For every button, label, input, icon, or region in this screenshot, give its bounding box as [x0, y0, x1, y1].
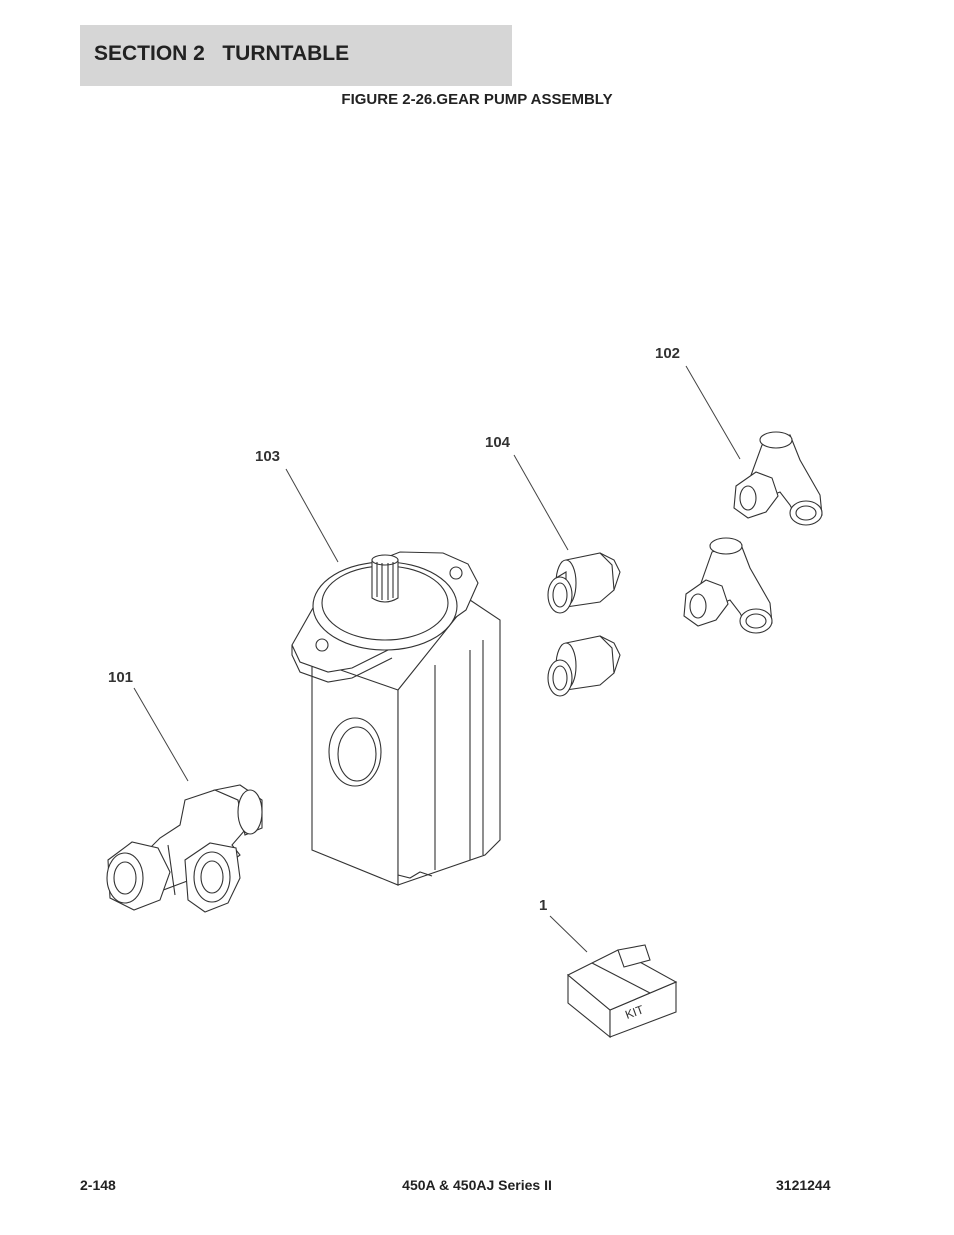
kit-box-label: KIT	[623, 1002, 646, 1022]
page-number: 2-148	[80, 1177, 116, 1193]
footer-model: 450A & 450AJ Series II	[402, 1177, 552, 1193]
callout-1: 1	[539, 897, 547, 914]
leader-line-102	[685, 365, 741, 460]
gear-pump-drawing	[291, 551, 501, 886]
kit-box: KIT	[567, 944, 678, 1039]
straight-adapter-fitting	[547, 552, 621, 614]
leader-line-1	[549, 915, 588, 953]
leader-line-104	[513, 454, 569, 551]
callout-102: 102	[655, 345, 680, 362]
section-title: SECTION 2 TURNTABLE	[94, 42, 350, 65]
callout-104: 104	[485, 434, 511, 451]
document-number: 3121244	[776, 1177, 831, 1193]
tee-fitting-large	[106, 784, 263, 913]
tee-fitting-small	[733, 431, 823, 526]
callout-103: 103	[255, 448, 280, 465]
figure-title: FIGURE 2-26.GEAR PUMP ASSEMBLY	[341, 91, 613, 108]
section-header: SECTION 2 TURNTABLE	[80, 25, 512, 86]
tee-fitting-small	[683, 537, 773, 634]
straight-adapter-fitting	[547, 635, 621, 697]
leader-line-103	[285, 468, 339, 563]
leader-line-101	[133, 687, 189, 782]
callout-101: 101	[108, 669, 133, 686]
